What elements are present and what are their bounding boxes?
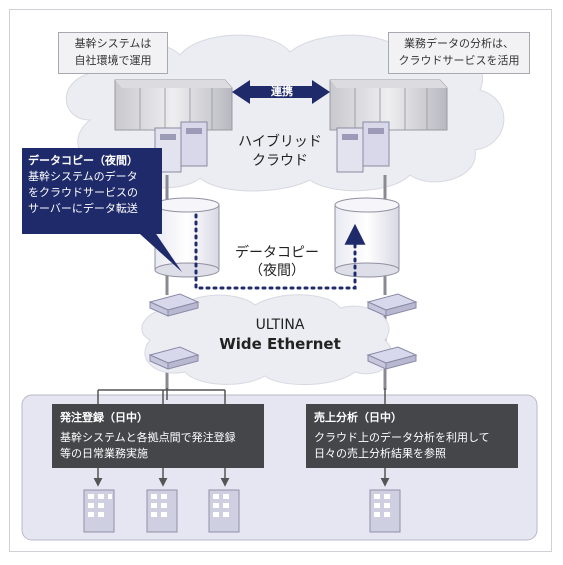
network-label: ULTINA Wide Ethernet bbox=[219, 317, 341, 353]
building-1 bbox=[83, 489, 115, 533]
router-left-top bbox=[148, 293, 200, 317]
cylinder-right bbox=[334, 197, 400, 278]
cylinder-left bbox=[154, 197, 220, 278]
building-2 bbox=[146, 489, 178, 533]
order-title: 発注登録（日中） bbox=[60, 411, 148, 424]
rack-left bbox=[114, 79, 233, 131]
data-copy-label: データコピー （夜間） bbox=[235, 245, 319, 279]
note-title: データコピー（夜間） bbox=[28, 154, 138, 167]
hybrid-cloud-label: ハイブリッド クラウド bbox=[238, 134, 322, 169]
link-label: 連携 bbox=[271, 85, 293, 98]
router-right-bottom bbox=[366, 346, 418, 370]
server-left bbox=[154, 121, 208, 173]
building-3 bbox=[208, 489, 240, 533]
order-registration-box: 発注登録（日中） 基幹システムと各拠点間で発注登録 等の日常業務実施 bbox=[52, 404, 264, 468]
note-pointer bbox=[130, 225, 182, 272]
server-right bbox=[336, 121, 390, 173]
callout-on-premise: 基幹システムは 自社環境で運用 bbox=[58, 32, 168, 74]
data-copy-note: データコピー（夜間） 基幹システムのデータ をクラウドサービスの サーバーにデー… bbox=[22, 148, 162, 234]
rack-right bbox=[329, 79, 448, 131]
router-left-bottom bbox=[148, 346, 200, 370]
network-cloud-shape bbox=[141, 294, 393, 385]
sales-title: 売上分析（日中） bbox=[314, 411, 402, 424]
data-copy-path bbox=[194, 213, 366, 290]
building-4 bbox=[369, 489, 401, 533]
router-right-top bbox=[366, 293, 418, 317]
callout-cloud-service: 業務データの分析は、 クラウドサービスを活用 bbox=[388, 32, 530, 74]
link-arrow bbox=[232, 80, 330, 104]
sales-analysis-box: 売上分析（日中） クラウド上のデータ分析を利用して 日々の売上分析結果を参照 bbox=[306, 404, 518, 468]
